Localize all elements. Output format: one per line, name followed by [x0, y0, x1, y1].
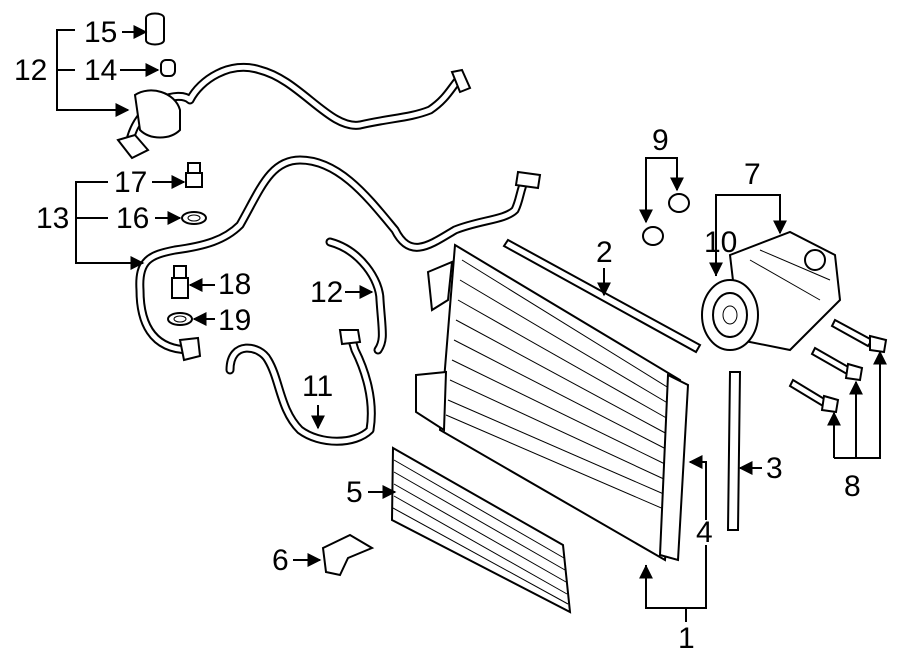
- clutch-10: [701, 279, 759, 351]
- hose-assembly-13: [135, 155, 542, 362]
- callout-15: 15: [84, 16, 117, 49]
- callout-8: 8: [844, 470, 861, 503]
- callout-7: 7: [744, 158, 761, 191]
- o-ring-19: [167, 312, 193, 326]
- callout-5: 5: [346, 476, 363, 509]
- cap-9b: [642, 226, 664, 246]
- suction-hose-upper: [116, 62, 472, 160]
- seal-strip-3: [726, 371, 742, 531]
- callout-12-top: 12: [14, 54, 47, 87]
- callout-13: 13: [36, 202, 69, 235]
- cap-14: [160, 59, 176, 77]
- cap-9a: [668, 193, 690, 213]
- cap-15: [145, 12, 165, 46]
- leader-lines: [56, 25, 887, 622]
- callout-labels: 15 14 12 17 16 13 18 19 12 11 2 3 4 5 6 …: [14, 16, 861, 655]
- callout-10: 10: [704, 226, 737, 259]
- callout-19: 19: [218, 304, 251, 337]
- discharge-hose-11: [225, 329, 376, 446]
- condenser-1: [415, 243, 690, 562]
- callout-16: 16: [116, 202, 149, 235]
- callout-11: 11: [302, 370, 333, 403]
- callout-12-mid: 12: [310, 276, 343, 309]
- callout-2: 2: [596, 236, 613, 269]
- callout-9: 9: [652, 124, 669, 157]
- callout-1: 1: [678, 622, 695, 655]
- callout-6: 6: [272, 544, 289, 577]
- callout-4: 4: [696, 516, 713, 549]
- callout-14: 14: [84, 54, 117, 87]
- pressure-switch-17: [185, 162, 203, 188]
- bolts-8: [788, 318, 888, 414]
- bracket-6: [321, 533, 375, 577]
- callout-3: 3: [766, 452, 783, 485]
- o-ring-16: [181, 211, 207, 225]
- sensor-18: [171, 265, 189, 299]
- callout-18: 18: [218, 268, 251, 301]
- hose-12-middle: [325, 237, 387, 355]
- callout-17: 17: [114, 166, 147, 199]
